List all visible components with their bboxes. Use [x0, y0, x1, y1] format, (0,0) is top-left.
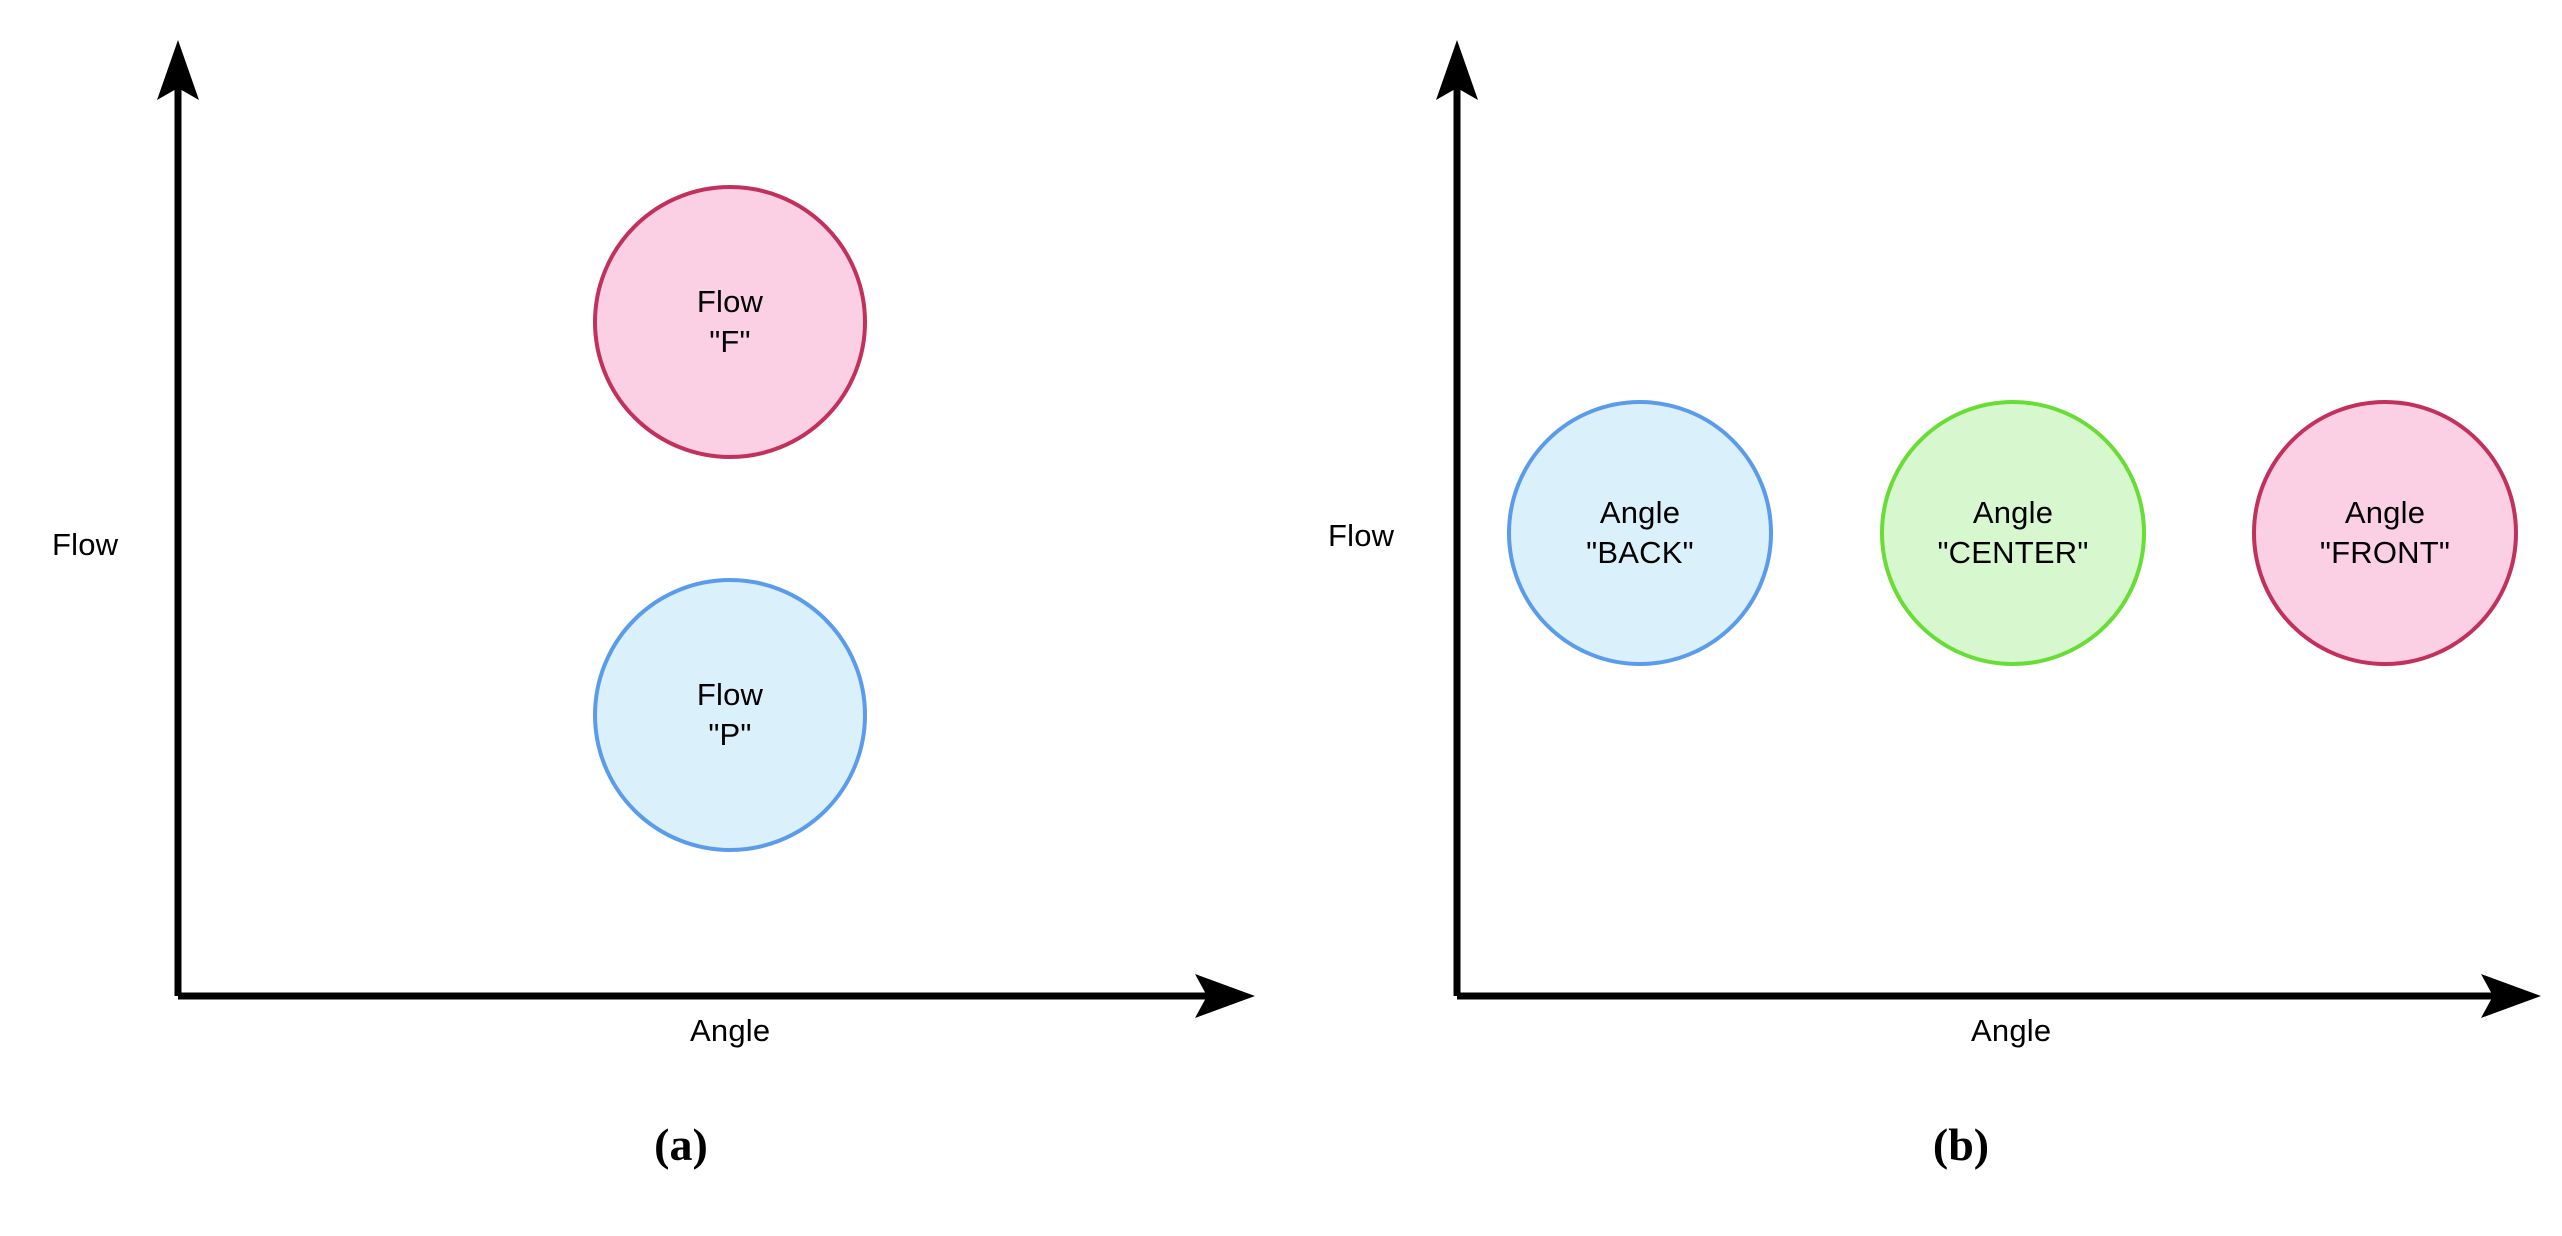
x-axis-label-b: Angle — [1971, 1013, 2052, 1048]
y-axis-label-b: Flow — [1328, 518, 1395, 553]
panel-caption-b: (b) — [1932, 1119, 1990, 1170]
panel-b-axes — [1436, 40, 2541, 1018]
x-axis-arrowhead-b — [2481, 974, 2541, 1018]
bubble-flow-f-line2: "F" — [709, 324, 751, 359]
panel-a-axes — [157, 40, 1255, 1018]
x-axis-label-a: Angle — [690, 1013, 771, 1048]
bubble-angle-back[interactable]: Angle "BACK" — [1507, 400, 1773, 666]
bubble-angle-center-line2: "CENTER" — [1937, 535, 2089, 570]
panel-b: Flow Angle Angle "BACK" Angle "CENTER" A… — [1281, 0, 2562, 1236]
bubble-angle-front-line1: Angle — [2344, 495, 2426, 530]
panel-caption-a: (a) — [654, 1119, 708, 1170]
y-axis-arrowhead-b — [1436, 40, 1478, 100]
bubble-flow-f[interactable]: Flow "F" — [593, 185, 867, 459]
x-axis-arrowhead-a — [1195, 974, 1255, 1018]
bubble-flow-p-line2: "P" — [708, 717, 752, 752]
bubble-flow-p-line1: Flow — [696, 677, 764, 712]
bubble-angle-center[interactable]: Angle "CENTER" — [1880, 400, 2146, 666]
bubble-flow-p[interactable]: Flow "P" — [593, 578, 867, 852]
bubble-flow-f-line1: Flow — [696, 284, 764, 319]
y-axis-arrowhead-a — [157, 40, 199, 100]
y-axis-label-a: Flow — [52, 527, 119, 562]
bubble-angle-back-line1: Angle — [1599, 495, 1681, 530]
bubble-angle-front[interactable]: Angle "FRONT" — [2252, 400, 2518, 666]
bubble-angle-back-line2: "BACK" — [1586, 535, 1694, 570]
panel-a: Flow Angle Flow "F" Flow "P" (a) — [52, 40, 1255, 1170]
bubble-angle-center-line1: Angle — [1972, 495, 2054, 530]
bubble-angle-front-line2: "FRONT" — [2319, 535, 2451, 570]
